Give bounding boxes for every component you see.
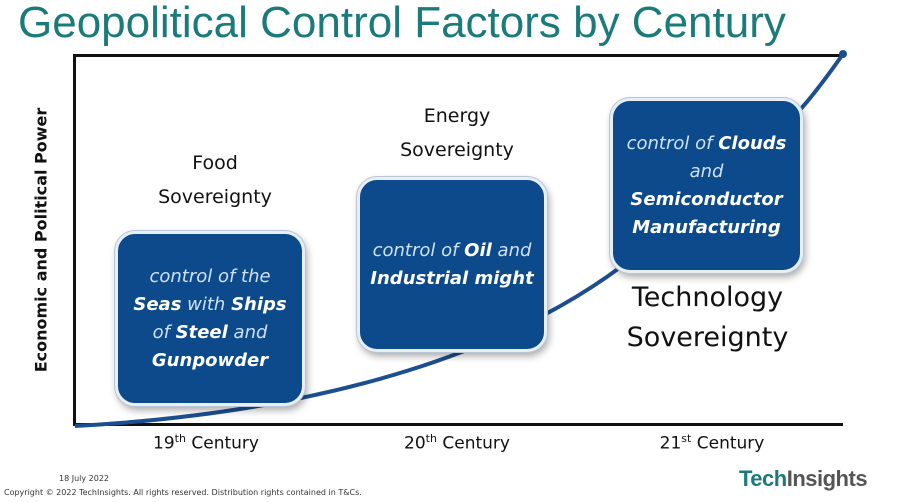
x-label-number: 19 xyxy=(153,433,175,454)
footer-copyright: Copyright © 2022 TechInsights. All right… xyxy=(4,488,362,497)
y-axis-label: Economic and Political Power xyxy=(31,107,51,373)
x-label-20th-century: 20th Century xyxy=(404,432,510,454)
x-label-suffix: th xyxy=(174,432,186,445)
x-label-suffix: th xyxy=(425,432,437,445)
category-label-line1: Energy xyxy=(423,105,491,127)
box-text-normal: control of xyxy=(372,239,465,261)
category-label-line1: Technology xyxy=(631,282,784,313)
box-text-bold: Ships xyxy=(231,293,287,315)
box-text: control of Clouds and Semiconductor Manu… xyxy=(623,130,790,242)
box-technology-sovereignty: control of Clouds and Semiconductor Manu… xyxy=(610,98,803,273)
box-text-bold: Clouds xyxy=(718,132,787,154)
box-text-bold: Semiconductor Manufacturing xyxy=(630,188,783,238)
x-label-number: 21 xyxy=(659,433,682,454)
box-text: control of Oil and Industrial might xyxy=(370,237,534,293)
x-label-text: Century xyxy=(691,433,765,454)
logo-part-insights: Insights xyxy=(786,466,868,491)
category-label-line1: Food xyxy=(192,152,238,174)
box-text-normal: control of the xyxy=(149,265,271,287)
category-food-sovereignty: Food Sovereignty xyxy=(120,146,310,214)
category-label-line2: Sovereignty xyxy=(400,139,514,161)
category-energy-sovereignty: Energy Sovereignty xyxy=(362,99,552,167)
x-label-21st-century: 21st Century xyxy=(660,432,765,454)
box-text-normal: and xyxy=(689,160,724,182)
category-label-line2: Sovereignty xyxy=(158,186,272,208)
box-text: control of the Seas with Ships of Steel … xyxy=(128,263,292,375)
x-label-19th-century: 19th Century xyxy=(153,432,259,454)
box-text-bold: Seas xyxy=(133,293,182,315)
category-label-line2: Sovereignty xyxy=(626,322,789,353)
box-text-bold: Steel xyxy=(175,321,228,343)
box-text-bold: Oil xyxy=(464,239,492,261)
techinsights-logo: TechInsights xyxy=(739,466,868,492)
curve-end-point xyxy=(839,50,847,58)
box-text-bold: Gunpowder xyxy=(151,349,269,371)
category-technology-sovereignty: Technology Sovereignty xyxy=(600,278,815,358)
x-label-text: Century xyxy=(185,433,259,454)
chart-frame xyxy=(73,54,843,426)
x-label-number: 20 xyxy=(404,433,426,454)
box-text-normal: control of xyxy=(626,132,719,154)
box-text-normal: and xyxy=(227,321,268,343)
box-text-normal: of xyxy=(152,321,176,343)
x-label-suffix: st xyxy=(681,432,692,445)
box-text-normal: and xyxy=(491,239,532,261)
logo-part-tech: Tech xyxy=(739,466,787,491)
footer-date: 18 July 2022 xyxy=(59,474,110,483)
box-text-bold: Industrial might xyxy=(370,267,534,289)
box-food-sovereignty: control of the Seas with Ships of Steel … xyxy=(115,231,305,406)
x-label-text: Century xyxy=(436,433,510,454)
box-text-normal: with xyxy=(181,293,232,315)
box-energy-sovereignty: control of Oil and Industrial might xyxy=(357,177,547,352)
page-title: Geopolitical Control Factors by Century xyxy=(18,0,786,47)
